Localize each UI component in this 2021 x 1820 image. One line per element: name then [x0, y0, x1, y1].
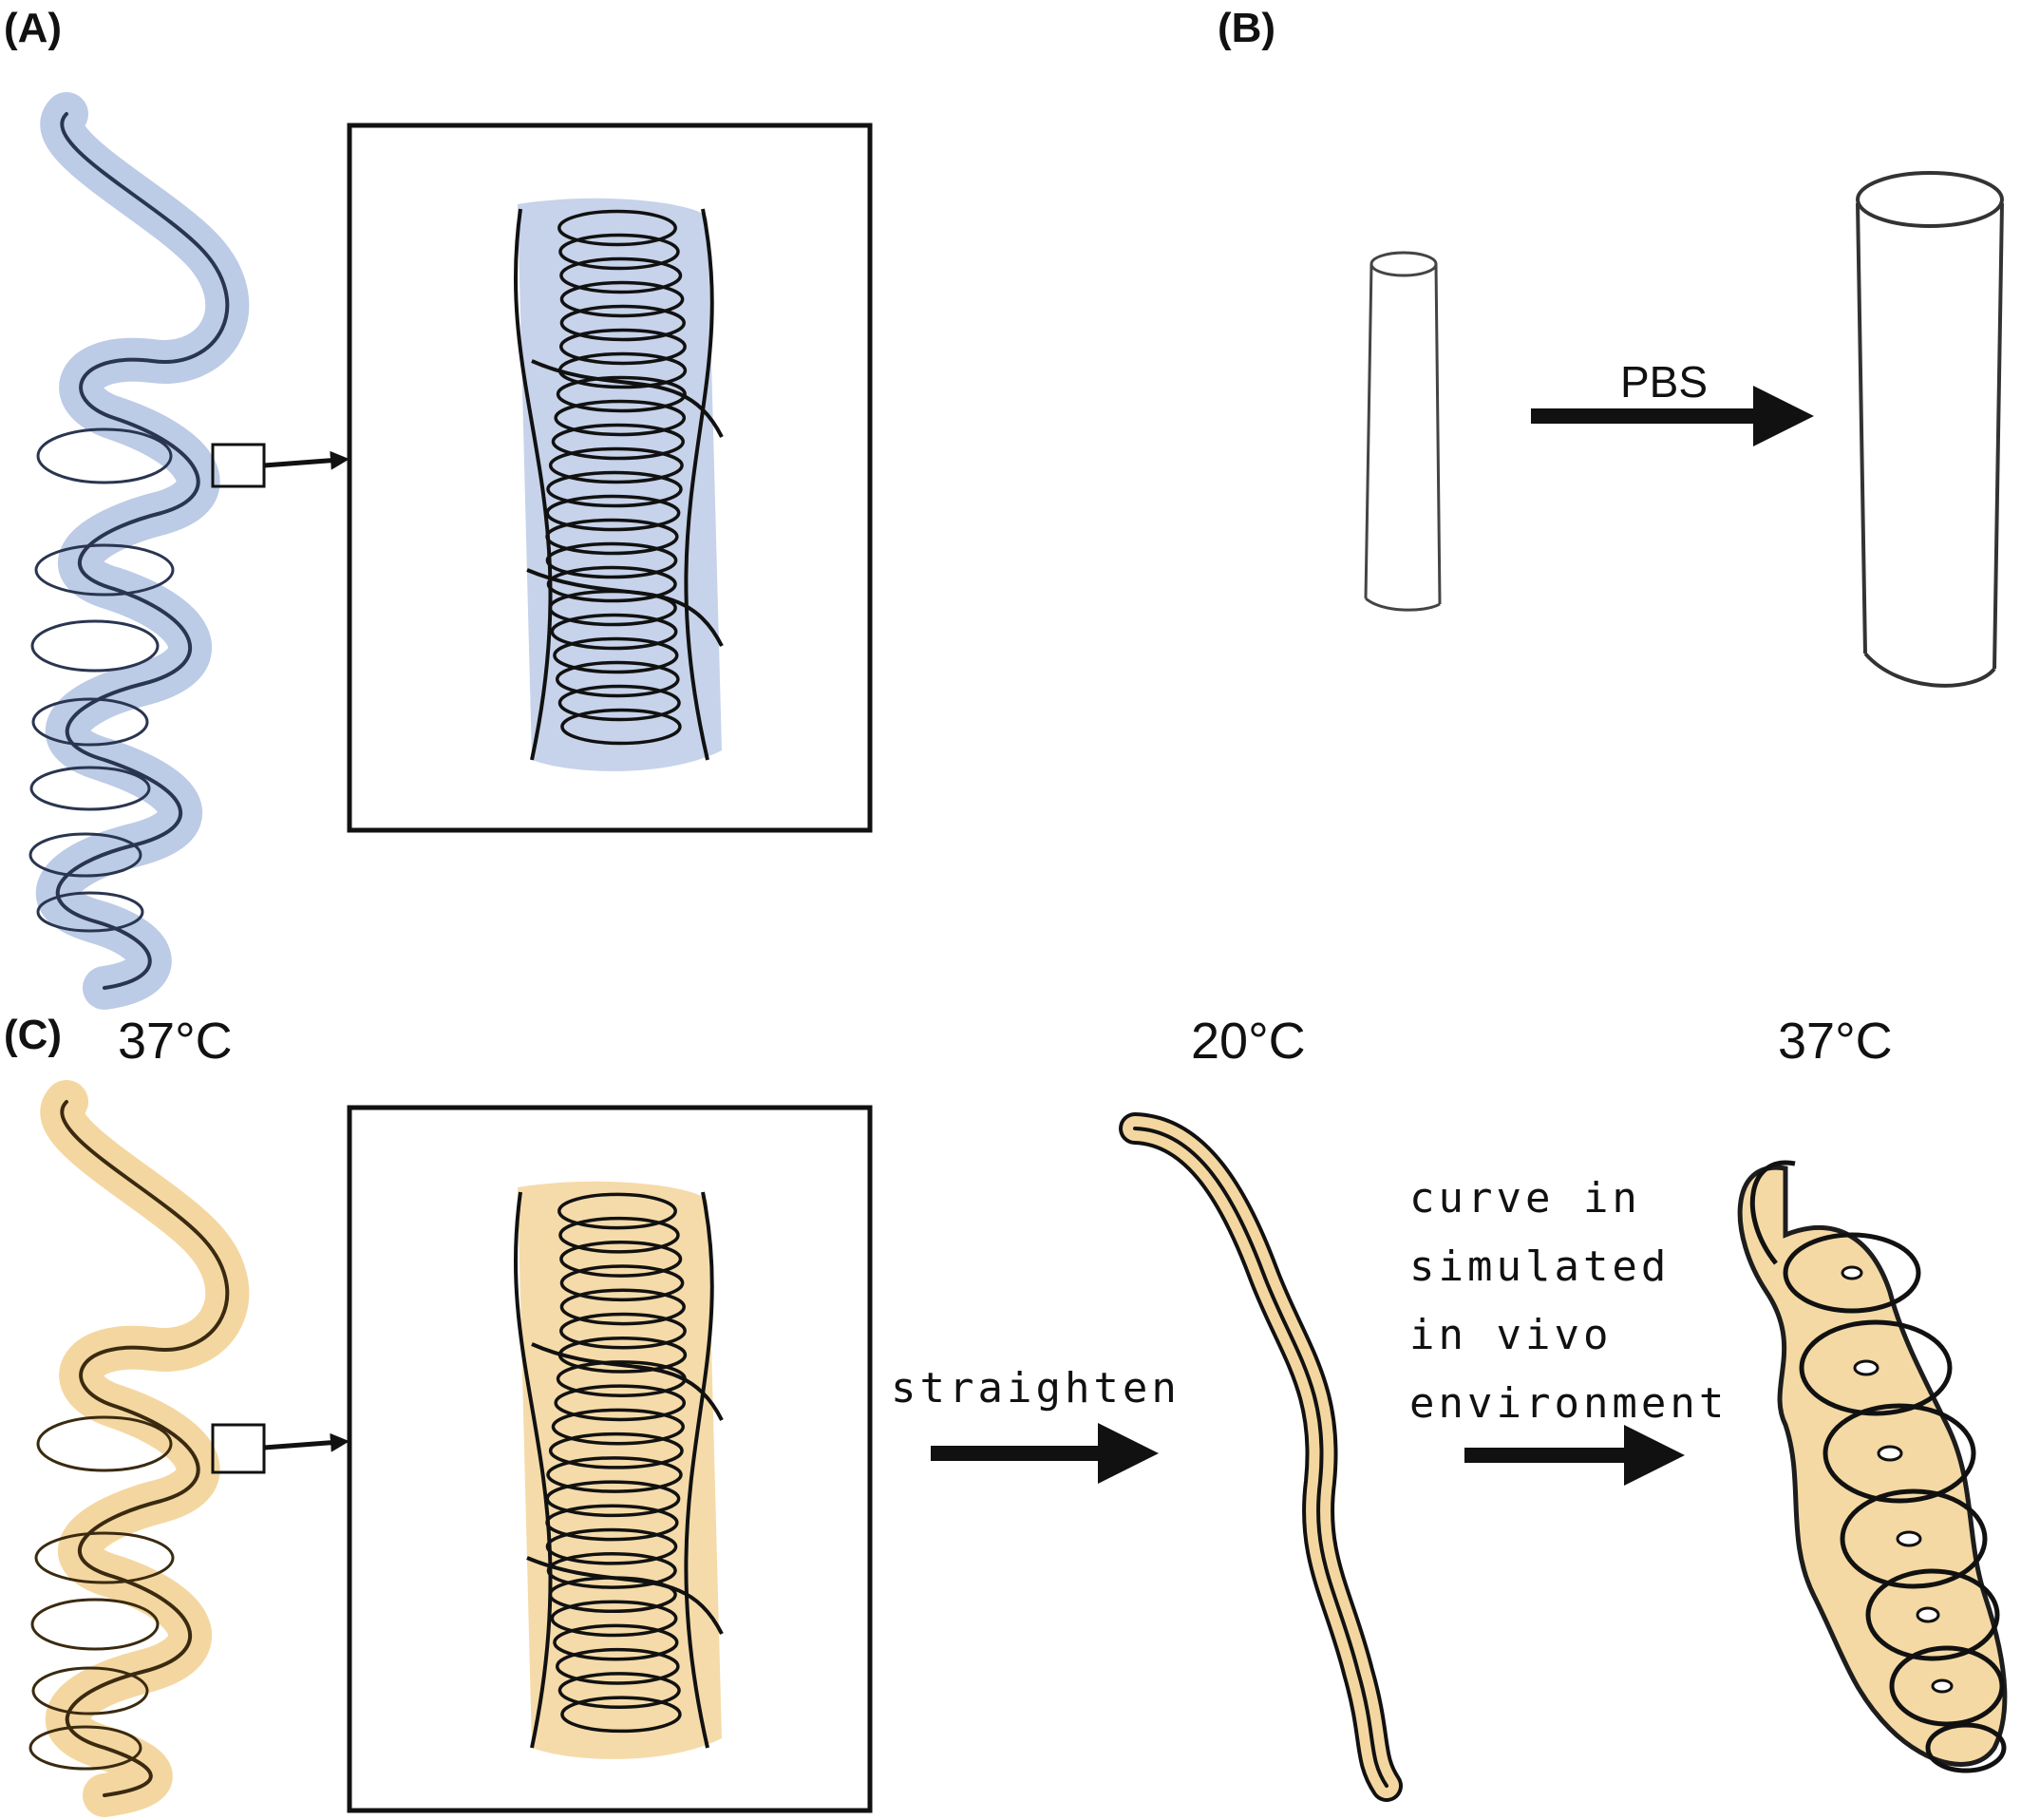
spring-coil: [559, 328, 687, 366]
spring-coil: [559, 1264, 685, 1302]
zoom-arrow-a: [263, 450, 349, 470]
panel-b-label: (B): [1218, 5, 1275, 51]
spring-coil: [550, 1600, 678, 1638]
zoom-marker-c: [211, 1423, 266, 1474]
spring-coil: [559, 256, 683, 294]
spring-coil: [557, 1192, 677, 1230]
spring-coil: [550, 613, 678, 651]
spring-coil: [557, 209, 677, 247]
curve-label-line-3: in vivo: [1409, 1311, 1612, 1359]
temp-start-label: 37°C: [118, 1013, 233, 1070]
spring-coil: [558, 1216, 680, 1254]
spring-coil: [559, 1288, 686, 1326]
spring-coil: [557, 351, 688, 389]
spring-coil: [551, 423, 685, 461]
small-cylinder: [1364, 251, 1442, 612]
spring-coil: [545, 494, 681, 532]
spring-coil: [559, 280, 685, 318]
spring-coil: [559, 1312, 687, 1350]
panel-a: (A): [4, 5, 873, 1010]
helix-detail-blue: [513, 198, 724, 771]
spring-coil: [557, 684, 681, 722]
spring-coil: [558, 233, 680, 271]
panel-c-label: (C): [4, 1012, 62, 1058]
spring-coil: [557, 1672, 681, 1709]
coiled-fiber-yellow: [28, 1080, 250, 1817]
spring-coil: [554, 1384, 687, 1422]
spring-coil: [560, 708, 682, 746]
spring-coil: [548, 589, 677, 627]
pbs-label: PBS: [1620, 357, 1708, 407]
spring-coil: [548, 1431, 684, 1469]
spring-coil: [548, 1576, 677, 1614]
panel-b: (B) PBS: [1218, 5, 2004, 688]
spring-coil: [546, 1456, 683, 1493]
large-cylinder: [1856, 171, 2004, 688]
curve-label: curve in simulated in vivo environment: [1409, 1174, 1728, 1428]
panel-c: (C) 37°C 20°C 37°C: [4, 1012, 2008, 1817]
spring-coil: [551, 1408, 685, 1446]
coil-fill-yellow: [40, 1080, 250, 1817]
spring-coil: [560, 1696, 682, 1734]
coil-outline-blue: [55, 112, 230, 990]
coiled-fiber-blue: [28, 92, 250, 1010]
spring-coil: [559, 1241, 683, 1278]
spring-coil: [559, 304, 686, 342]
curve-label-line-2: simulated: [1409, 1242, 1670, 1291]
straight-fiber: [1119, 1112, 1403, 1802]
temp-end-label: 37°C: [1778, 1013, 1893, 1070]
panel-a-label: (A): [4, 5, 62, 51]
spring-coil: [545, 1504, 679, 1542]
spring-coil: [546, 470, 683, 508]
spring-coil: [545, 1480, 681, 1518]
spring-coils-c: [545, 1192, 688, 1734]
spring-coil: [554, 399, 687, 437]
curve-label-line-1: curve in: [1409, 1174, 1641, 1223]
zoom-arrow-c: [263, 1432, 349, 1452]
straighten-label: straighten: [891, 1364, 1180, 1412]
spring-coil: [545, 1527, 678, 1565]
spring-coil: [555, 660, 680, 698]
helix-detail-yellow: [513, 1181, 724, 1759]
spring-coil: [555, 1647, 680, 1685]
spring-coil: [556, 1360, 687, 1398]
curve-label-line-4: environment: [1409, 1379, 1728, 1428]
spring-coil: [546, 1552, 677, 1589]
spring-coil: [556, 375, 687, 413]
spring-coil: [548, 446, 684, 484]
spring-coils-a: [545, 209, 688, 746]
recoiled-fiber: [1737, 1160, 2008, 1773]
spring-coil: [553, 1623, 679, 1661]
spring-coil: [553, 636, 679, 674]
spring-coil: [546, 565, 677, 603]
zoom-marker-a: [211, 443, 266, 488]
spring-coil: [557, 1336, 688, 1374]
spring-coil: [545, 518, 679, 556]
temp-mid-label: 20°C: [1191, 1013, 1306, 1070]
spring-coil: [545, 541, 678, 579]
